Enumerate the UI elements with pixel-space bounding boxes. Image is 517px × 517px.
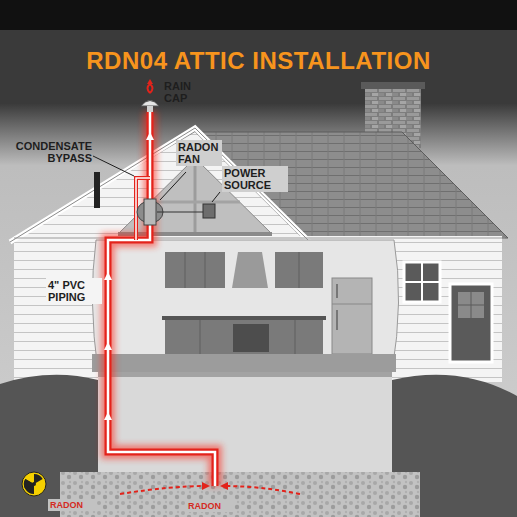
part-label: RADON (186, 500, 234, 512)
part-label: POWER SOURCE (222, 166, 288, 192)
part-label: CONDENSATE BYPASS (4, 140, 92, 164)
part-label: RAIN CAP (164, 80, 204, 104)
part-label: RADON FAN (176, 140, 222, 166)
part-label: RADON (48, 499, 96, 511)
part-label: 4" PVC PIPING (46, 278, 102, 304)
title: RDN04 ATTIC INSTALLATION (0, 47, 517, 75)
